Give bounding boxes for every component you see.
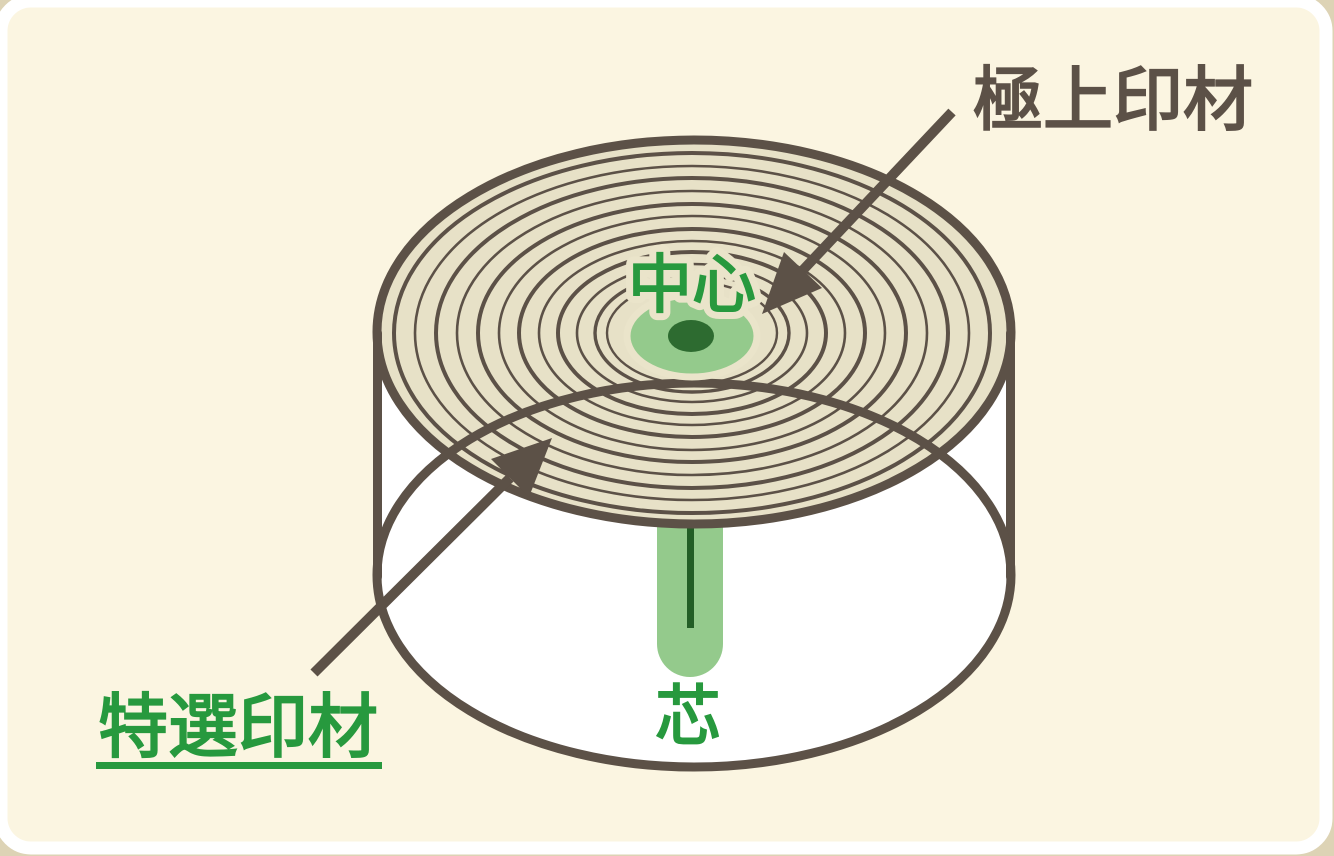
growth-ring bbox=[476, 202, 908, 464]
growth-ring bbox=[413, 164, 971, 502]
premium-material-arrow bbox=[762, 108, 956, 314]
growth-ring bbox=[455, 189, 929, 477]
premium-arrow-head bbox=[762, 252, 822, 314]
growth-ring bbox=[537, 239, 847, 427]
select-material-underline bbox=[96, 762, 382, 769]
cylinder-walls bbox=[373, 328, 1015, 582]
premium-arrow-line bbox=[799, 108, 956, 274]
growth-ring bbox=[392, 151, 992, 515]
log-cylinder bbox=[372, 135, 1016, 772]
cylinder-bottom-rim bbox=[372, 378, 1016, 772]
core-bar-inner-line bbox=[687, 502, 694, 628]
growth-ring bbox=[497, 214, 887, 452]
select-arrow-head bbox=[491, 438, 552, 497]
select-material-label: 特選印材 bbox=[98, 686, 378, 768]
select-material-labelgroup: 特選印材 bbox=[96, 686, 382, 769]
pith-dot bbox=[668, 320, 714, 352]
growth-rings bbox=[392, 151, 992, 515]
growth-ring bbox=[593, 272, 791, 394]
growth-ring bbox=[434, 176, 950, 490]
growth-ring bbox=[556, 250, 828, 416]
center-label: 中心 bbox=[628, 249, 756, 323]
growth-ring bbox=[517, 227, 867, 439]
core-label: 芯 bbox=[655, 678, 721, 755]
select-material-arrow bbox=[310, 438, 552, 677]
premium-material-label: 極上印材 bbox=[973, 59, 1253, 141]
select-arrow-line bbox=[310, 474, 514, 677]
growth-ring bbox=[575, 262, 809, 404]
